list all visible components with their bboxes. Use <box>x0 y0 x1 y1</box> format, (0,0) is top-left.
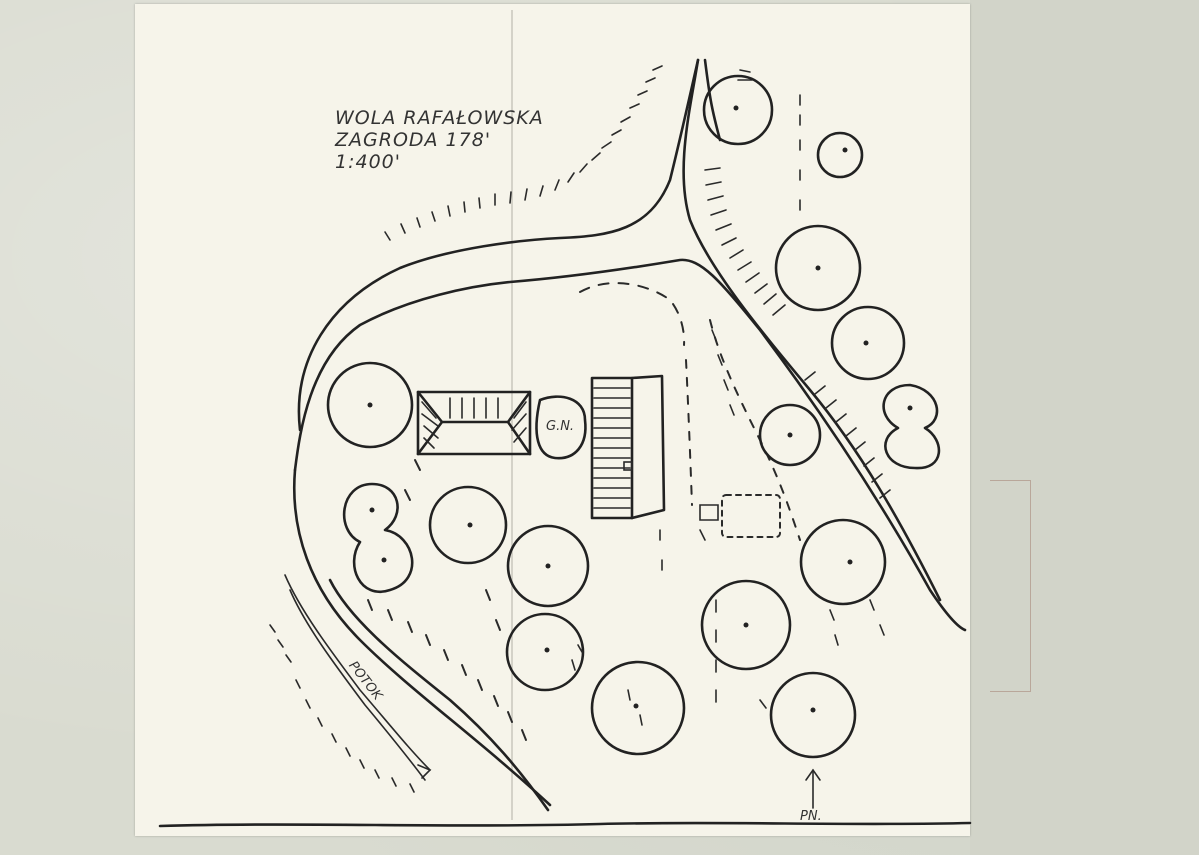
slope-hachures-right-road <box>704 69 801 316</box>
tree-icon <box>702 74 774 146</box>
stream-bank-ticks <box>269 624 415 793</box>
trees <box>326 74 941 759</box>
tree-icon <box>700 579 792 671</box>
slope-hachures-top <box>384 65 663 241</box>
bottom-border-line <box>158 821 972 828</box>
road-upper-edge <box>297 58 700 432</box>
manure-pile-outline <box>535 395 587 460</box>
road-inner-edge <box>293 258 967 632</box>
tree-icon <box>799 518 887 606</box>
yard-path-right <box>685 359 693 506</box>
tree-icon <box>326 361 414 449</box>
yard-path-diag <box>709 319 801 541</box>
title-line-1: WOLA RAFAŁOWSKA <box>335 107 544 129</box>
road-left-inner <box>328 578 550 812</box>
house-icon <box>416 390 532 456</box>
tree-icon <box>774 224 862 312</box>
title-line-2: ZAGRODA 178' <box>334 129 491 151</box>
tree-icon <box>505 612 585 692</box>
tree-icon <box>428 485 508 565</box>
stream-arrow-icon <box>417 764 432 779</box>
tree-icon <box>882 383 941 470</box>
well-icon <box>699 504 719 521</box>
slope-hachures-diagonal <box>804 371 891 499</box>
backing-board <box>970 0 1199 855</box>
backing-frame <box>990 480 1031 692</box>
dashed-pen <box>721 494 781 538</box>
map-sheet <box>135 4 970 836</box>
title-line-3: 1:400' <box>335 151 401 173</box>
tree-icon <box>758 403 822 467</box>
road-left-dashes <box>367 459 527 741</box>
north-label: PN. <box>800 809 822 824</box>
road-right-edge <box>682 58 942 602</box>
tree-icon <box>769 671 857 759</box>
tree-icon <box>830 305 906 381</box>
yard-path-top <box>579 282 686 346</box>
tree-icon <box>506 524 590 608</box>
stream-line-2 <box>289 589 426 781</box>
stream-line-1 <box>284 574 431 771</box>
road-left-edge <box>293 468 552 807</box>
road-top-spur <box>703 58 722 142</box>
barn-icon <box>590 374 666 520</box>
tree-icon <box>816 131 864 179</box>
tree-icon <box>590 660 686 756</box>
north-arrow-icon <box>805 768 821 809</box>
orchard-marks <box>571 329 885 726</box>
gn-label: G.N. <box>546 419 574 434</box>
tree-icon <box>342 482 414 594</box>
